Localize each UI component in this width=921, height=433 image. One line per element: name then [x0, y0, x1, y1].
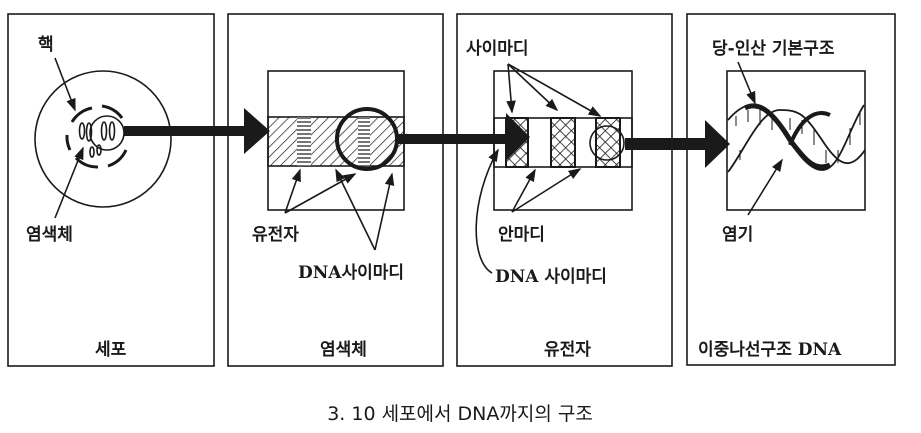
label-chromosome-1: 염색체 — [26, 225, 73, 245]
panel-title-double-helix: 이중나선구조 DNA — [698, 340, 842, 360]
cell-illustration — [34, 57, 172, 219]
chromosome-illustration — [267, 70, 530, 251]
panel-title-cell: 세포 — [95, 340, 127, 360]
arrow-3-icon — [705, 120, 730, 168]
figure-caption: 3. 10 세포에서 DNA까지의 구조 — [327, 403, 593, 425]
gene-illustration — [475, 63, 730, 274]
label-gene-1: 유전자 — [252, 225, 299, 245]
double-helix-illustration — [726, 61, 866, 216]
label-dna-linker-2: DNA 사이마디 — [495, 267, 607, 287]
arrow-1-icon — [124, 108, 270, 154]
label-linker: 사이마디 — [466, 39, 529, 59]
label-base: 염기 — [722, 225, 753, 245]
panel-double-helix — [686, 13, 896, 366]
panel-title-gene: 유전자 — [544, 340, 591, 360]
label-sugar-phosphate-backbone: 당-인산 기본구조 — [712, 39, 835, 59]
panel-title-chromosome: 염색체 — [320, 340, 367, 360]
panel-gene — [456, 13, 673, 367]
label-dna-linker-1: DNA사이마디 — [298, 263, 404, 283]
label-internode: 안마디 — [498, 225, 545, 245]
panel-cell — [7, 13, 215, 367]
panel-chromosome — [227, 13, 444, 367]
label-nucleus: 핵 — [38, 35, 54, 55]
